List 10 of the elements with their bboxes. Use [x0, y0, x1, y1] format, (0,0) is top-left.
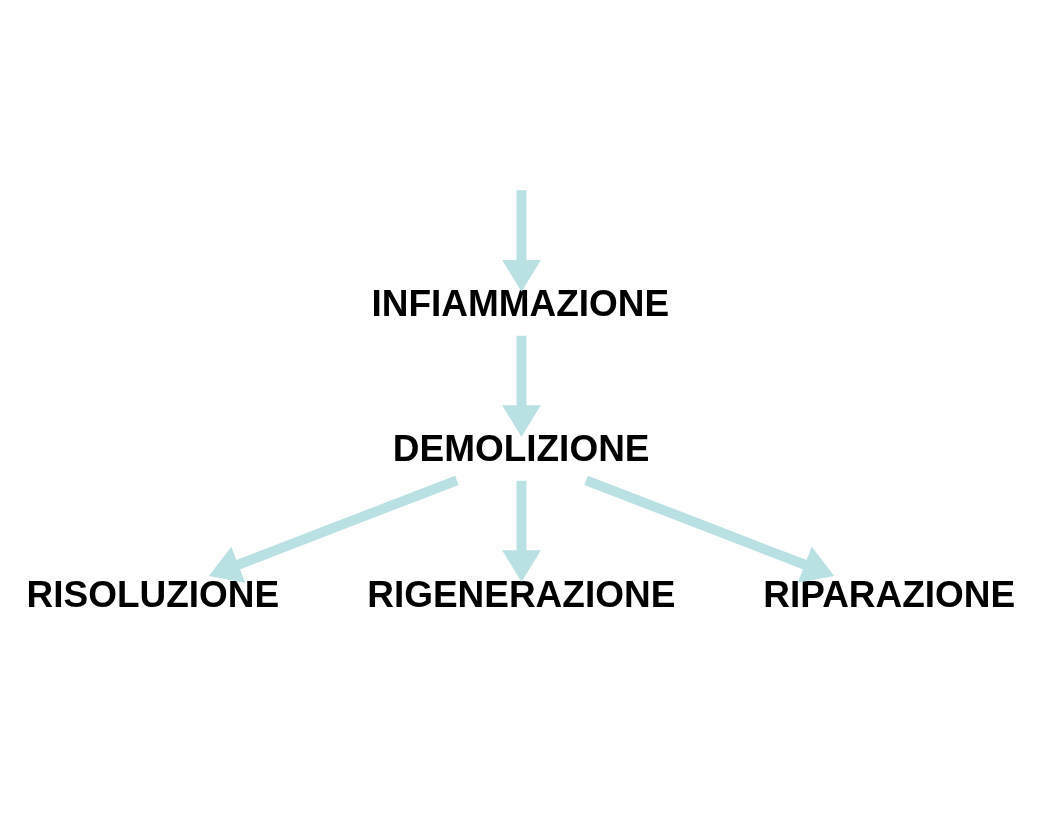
arrow [208, 475, 459, 583]
node-text: RIPARAZIONE [763, 573, 1016, 615]
arrow [502, 189, 541, 292]
arrow [584, 475, 835, 583]
node-text: DEMOLIZIONE [392, 427, 650, 469]
node-text: RIGENERAZIONE [367, 573, 676, 615]
arrow [502, 480, 541, 582]
arrow [502, 335, 541, 437]
node-text: INFIAMMAZIONE [371, 282, 670, 324]
node-text: RISOLUZIONE [26, 573, 280, 615]
